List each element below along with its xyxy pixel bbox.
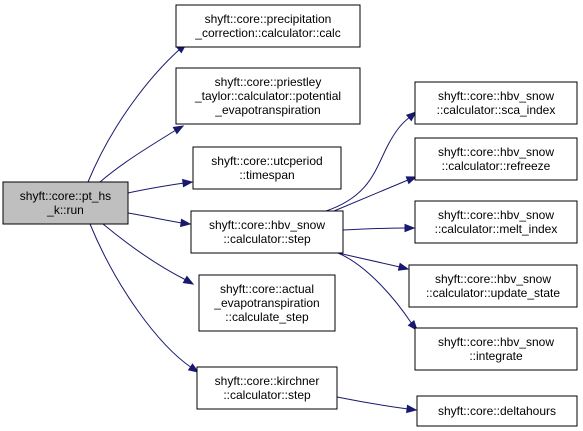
node-label-line: shyft::core::actual — [220, 282, 314, 296]
node-label-line: _taylor::calculator::potential — [194, 89, 341, 103]
node-label-line: shyft::core::hbv_snow — [438, 208, 554, 222]
function-node[interactable]: shyft::core::hbv_snow::integrate — [414, 327, 578, 371]
node-label-line: _evapotranspiration — [213, 296, 319, 310]
edge-line — [333, 179, 409, 212]
edge-line — [127, 212, 183, 224]
node-label-line: shyft::core::kirchner — [215, 374, 320, 388]
node-label-line: shyft::core::hbv_snow — [438, 145, 554, 159]
node-label-line: _k::run — [46, 203, 84, 217]
edge-line — [342, 227, 407, 231]
edge-line — [336, 396, 409, 410]
edge-line — [325, 116, 411, 212]
edge-arrowhead — [172, 125, 185, 135]
function-node[interactable]: shyft::core::utcperiod::timespan — [192, 146, 342, 190]
node-label-line: shyft::core::hbv_snow — [435, 272, 551, 286]
node-label-line: ::calculate_step — [225, 310, 309, 324]
node-box — [175, 4, 361, 48]
node-label-line: ::calculator::step — [223, 232, 311, 246]
node-label-line: _correction::calculator::calc — [194, 26, 340, 40]
edge-arrowhead — [182, 275, 195, 285]
function-node[interactable]: shyft::core::hbv_snow::calculator::updat… — [408, 264, 578, 308]
function-node[interactable]: shyft::core::actual_evapotranspiration::… — [198, 274, 336, 332]
root-node[interactable]: shyft::core::pt_hs_k::run — [2, 181, 129, 225]
edge-line — [87, 48, 181, 183]
node-box — [196, 366, 338, 410]
node-box — [414, 137, 578, 181]
function-node[interactable]: shyft::core::hbv_snow::calculator::sca_i… — [414, 81, 578, 125]
node-box — [414, 327, 578, 371]
edge-n4-n8 — [333, 176, 418, 212]
function-node[interactable]: shyft::core::hbv_snow::calculator::melt_… — [414, 200, 578, 244]
node-label-line: ::calculator::step — [223, 388, 311, 402]
node-label-line: shyft::core::precipitation — [205, 12, 332, 26]
edge-arrowhead — [404, 223, 416, 233]
edge-n0-n5 — [102, 223, 195, 285]
node-label-line: shyft::core::hbv_snow — [438, 89, 554, 103]
node-label-line: ::calculator::sca_index — [437, 103, 556, 117]
edge-arrowhead — [180, 218, 192, 228]
node-label-line: ::calculator::melt_index — [435, 222, 558, 236]
edge-arrowhead — [182, 178, 194, 188]
edge-line — [102, 223, 187, 281]
function-node[interactable]: shyft::core::precipitation_correction::c… — [175, 4, 361, 48]
edge-line — [337, 252, 413, 325]
edge-n4-n7 — [325, 111, 418, 212]
edge-n0-n1 — [87, 43, 188, 183]
node-label-line: shyft::core::utcperiod — [211, 154, 322, 168]
function-node[interactable]: shyft::core::priestley_taylor::calculato… — [175, 67, 361, 125]
node-box — [414, 81, 578, 125]
edge-line — [89, 223, 193, 369]
edge-arrowhead — [397, 262, 410, 271]
edge-n4-n9 — [342, 223, 416, 233]
node-box — [414, 200, 578, 244]
edge-n0-n3 — [127, 178, 194, 194]
edges-layer — [87, 43, 418, 414]
node-label-line: ::timespan — [239, 168, 294, 182]
edge-arrowhead — [405, 176, 418, 185]
node-label-line: ::calculator::update_state — [426, 286, 560, 300]
edge-n4-n11 — [337, 252, 418, 332]
edge-line — [337, 252, 401, 268]
edge-line — [127, 182, 185, 194]
edge-n0-n4 — [127, 212, 192, 228]
edge-line — [99, 129, 177, 183]
edge-n6-n12 — [336, 396, 418, 414]
node-box — [408, 264, 578, 308]
node-label-line: _evapotranspiration — [214, 103, 320, 117]
function-node[interactable]: shyft::core::kirchner::calculator::step — [196, 366, 338, 410]
function-node[interactable]: shyft::core::hbv_snow::calculator::step — [190, 210, 344, 254]
node-label-line: shyft::core::priestley — [215, 75, 322, 89]
node-label-line: ::calculator::refreeze — [442, 159, 551, 173]
edge-arrowhead — [187, 363, 200, 373]
edge-n0-n2 — [99, 125, 185, 183]
node-box — [192, 146, 342, 190]
function-node[interactable]: shyft::core::hbv_snow::calculator::refre… — [414, 137, 578, 181]
edge-n4-n10 — [337, 252, 410, 271]
function-node[interactable]: shyft::core::deltahours — [416, 395, 578, 427]
nodes-layer: shyft::core::pt_hs_k::run shyft::core::pr… — [2, 4, 578, 427]
node-box — [198, 274, 336, 332]
node-label-line: shyft::core::hbv_snow — [209, 218, 325, 232]
edge-arrowhead — [405, 111, 418, 122]
node-label-line: shyft::core::pt_hs — [20, 189, 111, 203]
node-box — [175, 67, 361, 125]
edge-arrowhead — [406, 404, 418, 414]
node-label-line: shyft::core::hbv_snow — [438, 335, 554, 349]
node-label-line: shyft::core::deltahours — [438, 404, 556, 418]
node-label-line: ::integrate — [469, 349, 523, 363]
node-box — [2, 181, 129, 225]
node-box — [416, 395, 578, 427]
edge-n0-n6 — [89, 223, 200, 373]
node-box — [190, 210, 344, 254]
